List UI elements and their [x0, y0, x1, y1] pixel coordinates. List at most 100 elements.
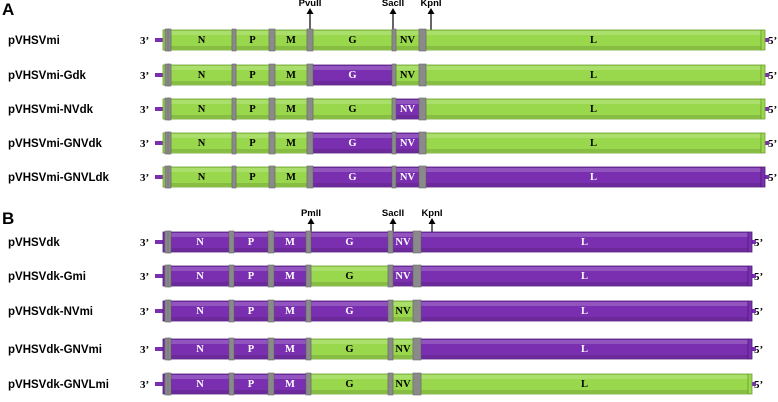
segment-highlight [171, 168, 232, 172]
segment-shade [393, 390, 413, 393]
restriction-site-arrow [427, 8, 435, 14]
construct-name: pVHSVmi-GNVdk [8, 138, 103, 150]
restriction-site-arrow [428, 218, 436, 224]
left-end-label: 3’ [140, 104, 149, 116]
intergenic-junction [418, 131, 427, 155]
segment-shade [236, 183, 269, 186]
intergenic-junction [167, 63, 172, 87]
segment-shade [393, 317, 413, 320]
gene-label: NV [395, 379, 411, 390]
segment-highlight [393, 267, 413, 271]
intergenic-junction [167, 165, 172, 189]
intergenic-junction [231, 97, 237, 121]
left-end-label: 3’ [140, 379, 149, 391]
left-end-label: 3’ [140, 306, 149, 318]
leader-stub [155, 274, 163, 278]
construct-name: pVHSVdk-GNVmi [8, 344, 102, 356]
segment-highlight [311, 340, 388, 344]
gene-label: N [198, 70, 206, 81]
intergenic-junction [268, 165, 276, 189]
leader-stub [155, 107, 163, 111]
gene-label: L [581, 237, 588, 248]
segment-highlight [234, 340, 268, 344]
construct-name: pVHSVmi-GNVLdk [8, 172, 110, 184]
leader-stub [155, 141, 163, 145]
gene-label: NV [400, 35, 416, 46]
intergenic-junction [167, 372, 172, 396]
gene-label: P [249, 138, 256, 149]
segment-highlight [234, 302, 268, 306]
right-end-label: 5’ [768, 70, 777, 82]
gene-label: L [590, 138, 597, 149]
gene-label: G [345, 306, 353, 317]
gene-label: M [285, 379, 295, 390]
intergenic-junction [412, 230, 422, 254]
left-end-label: 3’ [140, 237, 149, 249]
left-end-label: 3’ [140, 172, 149, 184]
segment-shade [426, 149, 761, 152]
intergenic-junction [305, 337, 312, 361]
left-end-label: 3’ [140, 344, 149, 356]
segment-shade [393, 282, 413, 285]
segment-shade [234, 248, 268, 251]
segment-highlight [236, 66, 269, 70]
segment-highlight [311, 267, 388, 271]
segment-shade [171, 183, 232, 186]
segment-highlight [393, 302, 413, 306]
segment-highlight [311, 302, 388, 306]
segment-highlight [171, 31, 232, 35]
gene-label: P [249, 104, 256, 115]
segment-shade [274, 355, 306, 358]
intergenic-junction [305, 230, 312, 254]
segment-shade [274, 248, 306, 251]
segment-highlight [236, 100, 269, 104]
segment-highlight [421, 375, 748, 379]
segment-highlight [396, 66, 419, 70]
gene-label: L [581, 379, 588, 390]
segment-shade [311, 282, 388, 285]
right-end-label: 5’ [768, 35, 777, 47]
trailer-segment [760, 98, 766, 120]
segment-shade [234, 282, 268, 285]
gene-label: NV [400, 138, 416, 149]
segment-highlight [421, 233, 748, 237]
gene-label: L [581, 344, 588, 355]
intergenic-junction [305, 372, 312, 396]
segment-shade [171, 46, 232, 49]
intergenic-junction [387, 264, 394, 288]
segment-highlight [275, 134, 307, 138]
intergenic-junction [167, 299, 172, 323]
trailer-segment [760, 64, 766, 86]
segment-highlight [396, 100, 419, 104]
segment-shade [275, 115, 307, 118]
intergenic-junction [412, 337, 422, 361]
intergenic-junction [418, 97, 427, 121]
segment-highlight [171, 302, 229, 306]
right-end-label: 5’ [754, 379, 763, 391]
intergenic-junction [412, 299, 422, 323]
segment-highlight [171, 66, 232, 70]
segment-highlight [393, 375, 413, 379]
segment-highlight [171, 267, 229, 271]
segment-highlight [275, 100, 307, 104]
gene-label: G [348, 104, 356, 115]
gene-label: P [248, 379, 255, 390]
intergenic-junction [306, 97, 314, 121]
leader-stub [155, 309, 163, 313]
segment-highlight [426, 168, 761, 172]
segment-highlight [313, 31, 392, 35]
segment-highlight [421, 267, 748, 271]
segment-highlight [426, 100, 761, 104]
gene-label: P [248, 344, 255, 355]
gene-label: L [581, 271, 588, 282]
intergenic-junction [391, 63, 397, 87]
intergenic-junction [267, 299, 275, 323]
gene-label: G [348, 35, 356, 46]
construct-name: pVHSVmi [8, 35, 60, 47]
intergenic-junction [391, 131, 397, 155]
restriction-site-label: KpnI [420, 0, 441, 9]
right-end-label: 5’ [754, 344, 763, 356]
restriction-site-arrow [306, 8, 314, 14]
